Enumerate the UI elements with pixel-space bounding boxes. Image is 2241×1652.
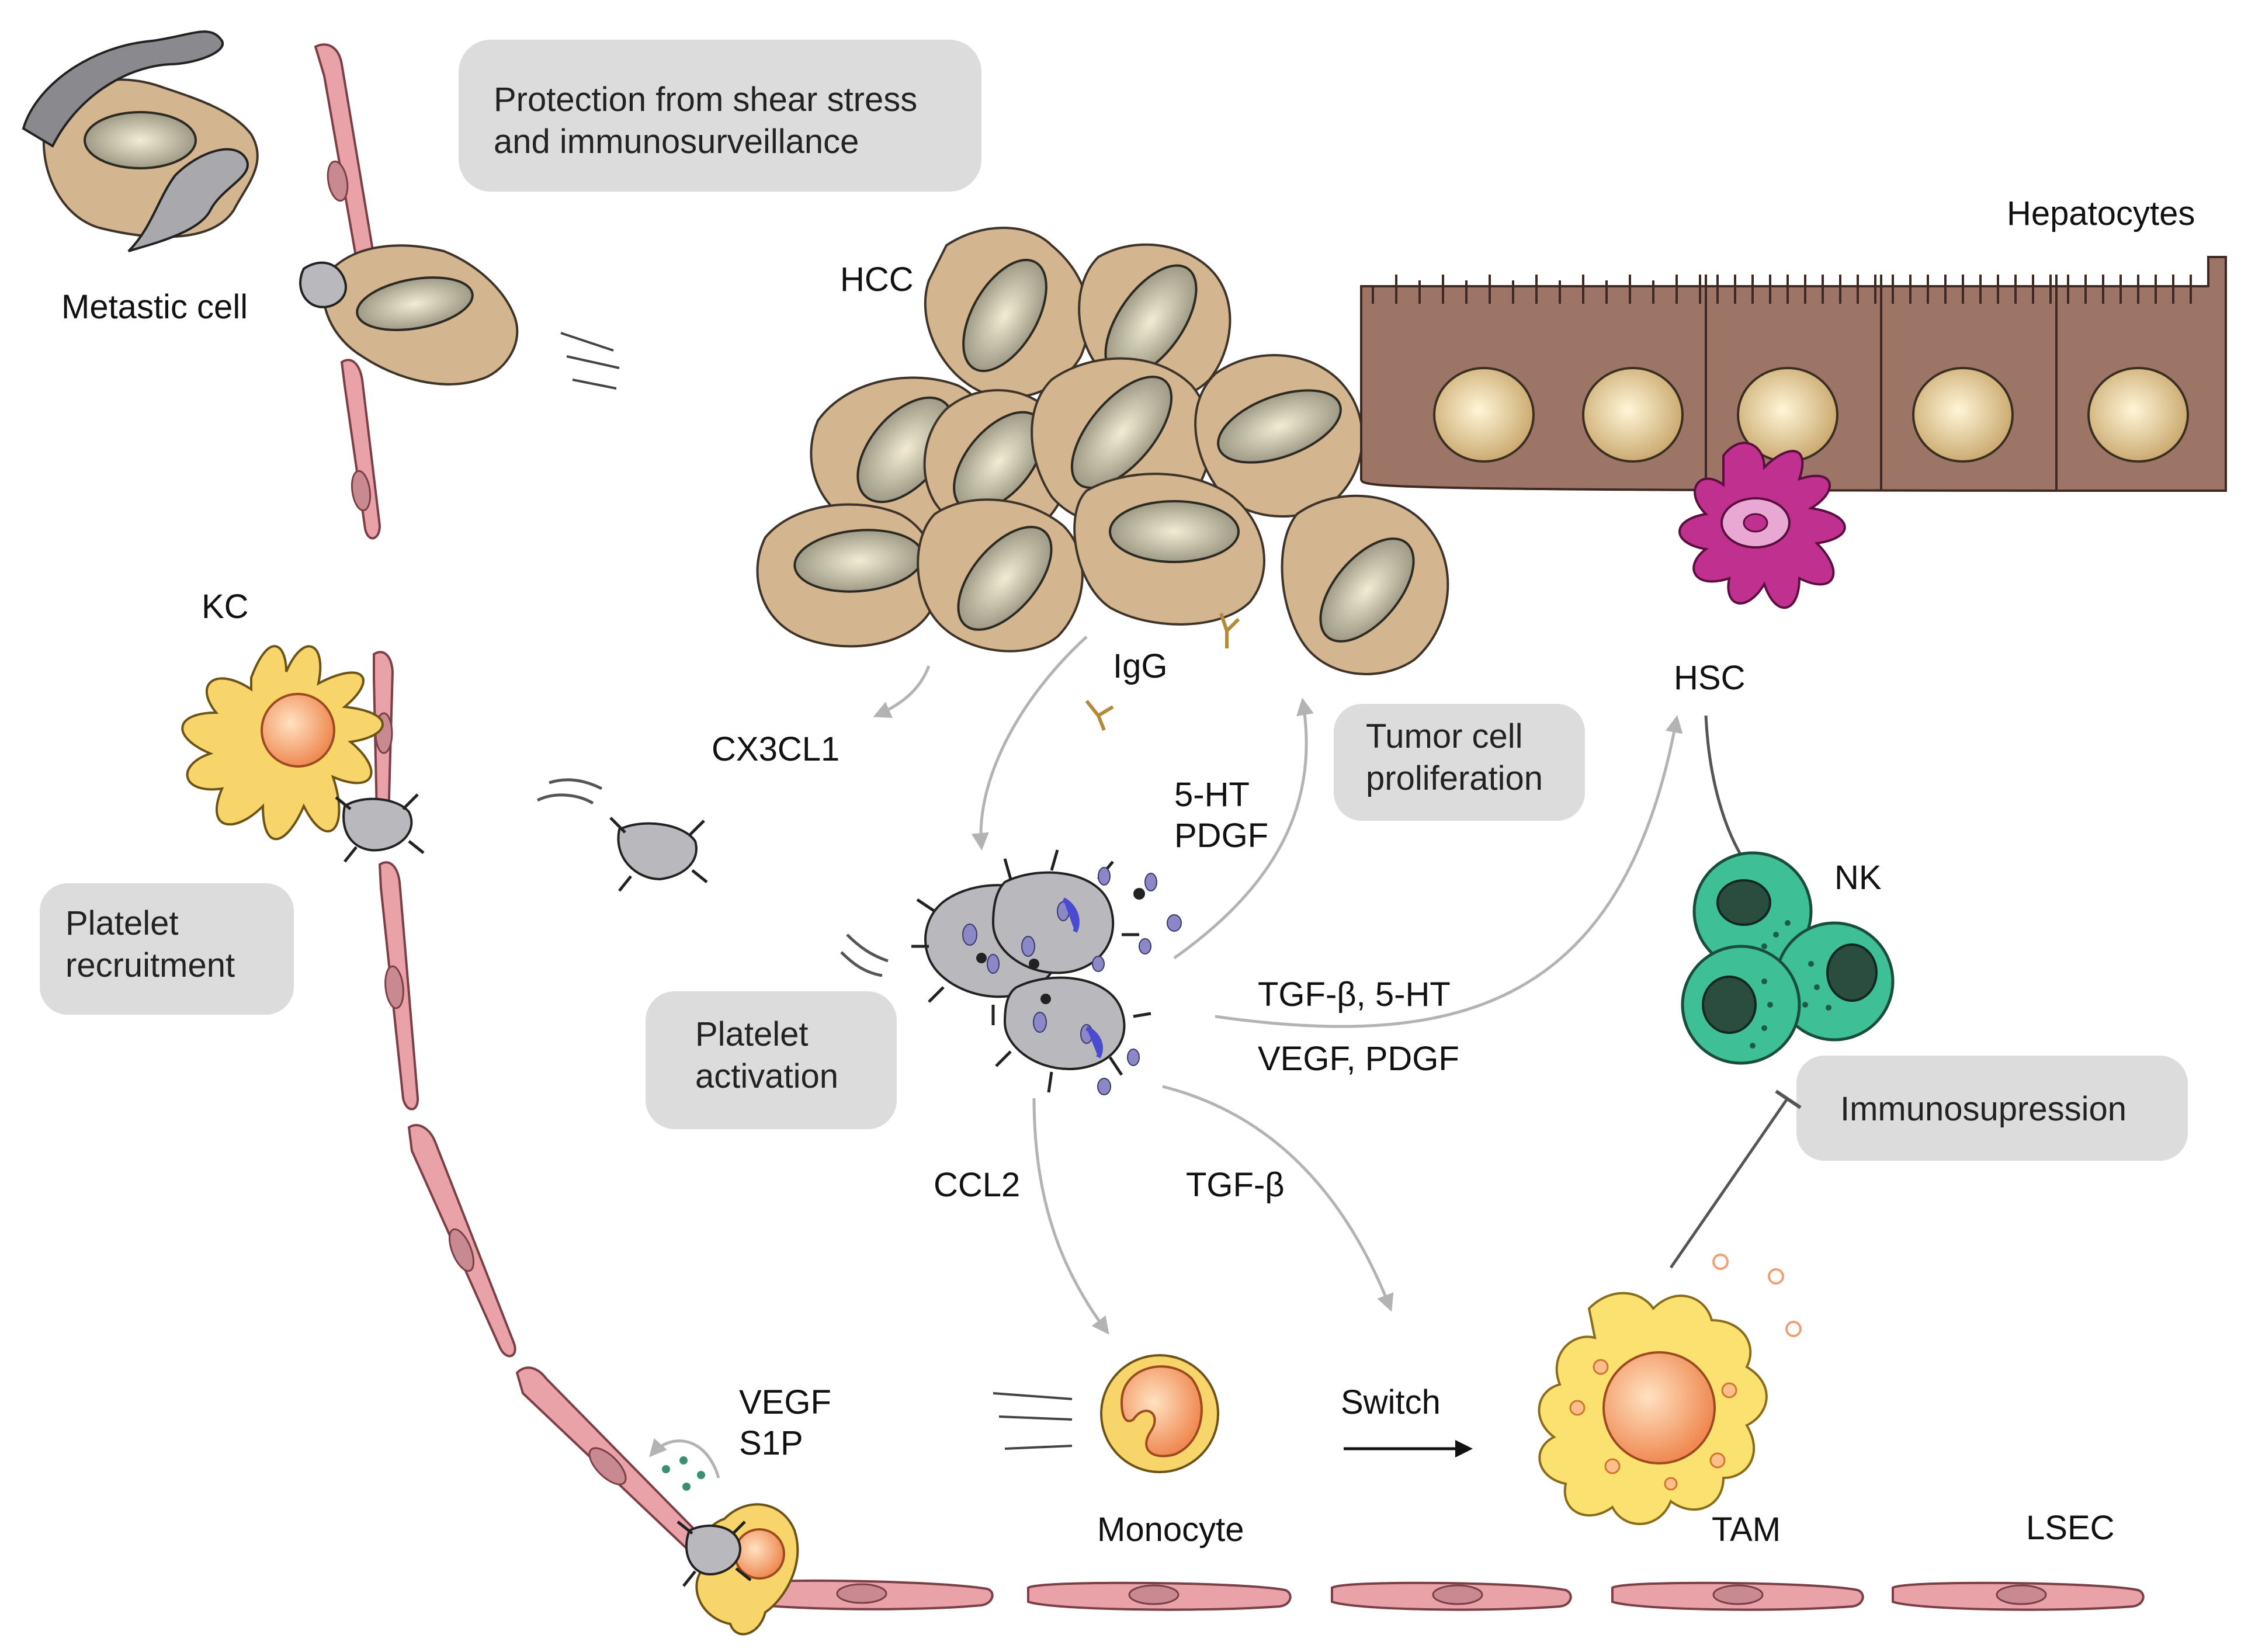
arrow-platelets-to-hsc [1215, 715, 1683, 1028]
platelet [335, 793, 425, 863]
tam-label: TAM [1712, 1511, 1781, 1549]
endothelial-cell [407, 1124, 516, 1358]
monocyte [1100, 1354, 1219, 1473]
platelet-recruitment-box: Platelet recruitment [40, 883, 294, 1015]
tam-cell [1538, 1254, 1802, 1525]
metastatic-cell-label: Metastic cell [61, 288, 248, 326]
tgfb-5ht-label: TGF-β, 5-HT [1258, 976, 1451, 1014]
protection-text-line1: Protection from shear stress [494, 81, 917, 119]
secreted-granules [662, 1456, 705, 1491]
tam-inhibits-nk-line [1669, 1097, 1789, 1269]
platelet-activation-box: Platelet activation [646, 991, 897, 1129]
5ht-label: 5-HT [1174, 776, 1250, 814]
endothelial-cell [1331, 1581, 1572, 1611]
s1p-label: S1P [739, 1424, 803, 1462]
nk-cells [1681, 851, 1895, 1065]
hepatocyte [2087, 367, 2189, 463]
hepatocyte-microvilli [1372, 275, 2192, 304]
endothelial-cell [340, 359, 381, 540]
tumor-proliferation-box: Tumor cell proliferation [1334, 704, 1585, 821]
protection-text-line2: and immunosurveillance [494, 123, 859, 161]
hepatocytes-label: Hepatocytes [2007, 195, 2195, 232]
igg-label: IgG [1113, 647, 1168, 685]
ccl2-label: CCL2 [934, 1166, 1020, 1204]
platelet-recruitment-line1: Platelet [65, 904, 178, 942]
motion-lines [993, 1392, 1073, 1450]
lsec-label: LSEC [2026, 1509, 2115, 1547]
platelet [609, 817, 708, 892]
activated-platelet-cluster [911, 849, 1182, 1095]
motion-lines [840, 933, 889, 977]
platelet-activation-line2: activation [695, 1057, 838, 1095]
switch-label: Switch [1341, 1383, 1441, 1421]
vegf-label: VEGF [739, 1383, 831, 1421]
cx3cl1-label: CX3CL1 [712, 730, 839, 768]
endothelial-cell [314, 43, 376, 272]
hcc-cell [1073, 473, 1265, 626]
vegf-pdgf-label: VEGF, PDGF [1258, 1040, 1459, 1078]
platelet-activation-line1: Platelet [695, 1015, 808, 1053]
metastatic-cell-with-platelets [22, 30, 259, 252]
platelet-recruitment-line2: recruitment [65, 946, 235, 984]
hepatocyte [1433, 367, 1535, 463]
tumor-proliferation-line1: Tumor cell [1366, 717, 1523, 755]
hepatocyte [1912, 367, 2014, 463]
hcc-cell [924, 227, 1090, 399]
endothelial-cell [378, 861, 419, 1110]
tumor-proliferation-line2: proliferation [1366, 759, 1543, 797]
hcc-label: HCC [840, 261, 914, 299]
arrow-hcc-to-cx3cl1 [873, 665, 931, 718]
motion-lines [536, 778, 603, 805]
shear-stress-lines [560, 332, 620, 390]
hcc-cell [917, 498, 1084, 653]
hsc-cell [1678, 442, 1846, 609]
hcc-cell [1194, 354, 1364, 518]
pdgf-label: PDGF [1174, 817, 1268, 855]
arrow-platelets-to-switch [1162, 1085, 1394, 1312]
kupffer-cell [181, 645, 384, 841]
hsc-label: HSC [1674, 659, 1745, 697]
arrow-platelets-to-monocyte [1032, 1098, 1109, 1335]
nk-cell [1774, 921, 1895, 1042]
hsc-inhibits-nk-line [1704, 715, 1749, 866]
endothelial-cell [1027, 1581, 1292, 1611]
igg-antibody-icon [1085, 613, 1240, 731]
nk-cell [1692, 851, 1813, 971]
immunosupression-text: Immunosupression [1840, 1090, 2126, 1128]
protection-box: Protection from shear stress and immunos… [459, 40, 981, 192]
hcc-cell [756, 503, 938, 648]
nk-cell [1681, 945, 1801, 1065]
tgfb-label: TGF-β [1186, 1166, 1285, 1204]
monocyte-label: Monocyte [1097, 1511, 1244, 1549]
endothelial-cell [1892, 1581, 2145, 1611]
endothelial-cell [1611, 1581, 1864, 1611]
hepatocyte [1582, 367, 1684, 463]
kc-label: KC [202, 588, 249, 626]
hepatocyte-row [1360, 256, 2227, 492]
hcc-cell [1281, 494, 1449, 675]
hcc-cluster [756, 227, 1449, 675]
arrow-platelets-to-tumor [1173, 697, 1314, 960]
nk-label: NK [1834, 859, 1882, 897]
arrow-vegf-s1p [649, 1438, 720, 1479]
endothelial-cell [729, 1579, 994, 1611]
immunosupression-box: Immunosupression [1796, 1056, 2188, 1161]
arrested-tumor-cell [299, 244, 519, 386]
arrow-igg-to-platelets [971, 636, 1088, 851]
platelet [677, 1521, 752, 1587]
